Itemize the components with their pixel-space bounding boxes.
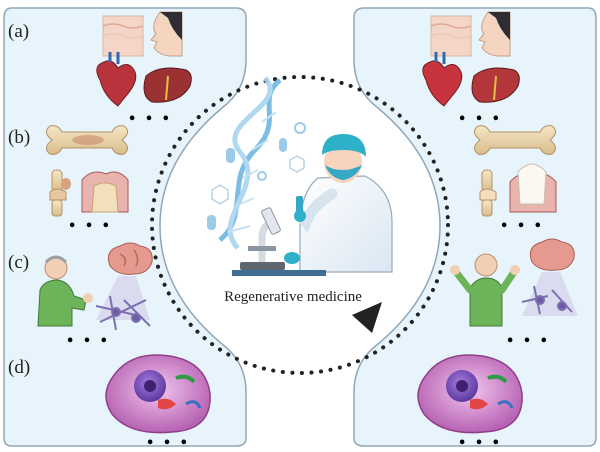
neurons-icon-right (521, 285, 573, 315)
row-c-right-ellipsis: • • • (506, 334, 550, 349)
skin-section-icon-right (430, 15, 472, 57)
left-panel (3, 7, 247, 447)
row-d-right-ellipsis: • • • (458, 436, 502, 451)
center-caption: Regenerative medicine (224, 289, 362, 305)
elderly-person-icon-right (450, 253, 520, 327)
face-profile-icon-right (478, 11, 511, 57)
liver-icon-right (471, 67, 520, 103)
microscope-icon (232, 207, 326, 276)
panel-label-b: (b) (8, 127, 31, 148)
dna-helix-icon (218, 76, 282, 250)
bone-icon (46, 125, 128, 155)
dotted-cycle-circle (150, 75, 450, 375)
panel-label-a: (a) (8, 21, 30, 42)
scientist-illustration (207, 76, 393, 276)
knee-joint-icon (49, 169, 71, 217)
bone-icon-right (474, 125, 556, 155)
row-b-right-ellipsis: • • • (500, 219, 544, 234)
cycle-arrowhead-icon (352, 302, 382, 333)
panel-label-d: (d) (8, 357, 31, 378)
heart-icon (96, 52, 137, 107)
tooth-bone-icon (81, 171, 129, 213)
right-panel (353, 7, 597, 447)
panel-label-c: (c) (8, 252, 30, 273)
row-a-right-ellipsis: • • • (458, 112, 502, 127)
row-d-left-ellipsis: • • • (146, 436, 190, 451)
tooth-bone-icon-right (509, 163, 557, 213)
cell-icon (105, 354, 211, 434)
cell-icon-right (417, 354, 523, 434)
row-c-left-ellipsis: • • • (66, 334, 110, 349)
elderly-person-icon (37, 255, 93, 327)
heart-icon-right (422, 52, 463, 107)
liver-icon (143, 67, 192, 103)
neurons-icon (95, 295, 151, 331)
row-b-left-ellipsis: • • • (68, 219, 112, 234)
knee-joint-icon-right (479, 169, 497, 217)
face-profile-icon (150, 11, 183, 57)
row-a-left-ellipsis: • • • (128, 112, 172, 127)
skin-section-icon (102, 15, 144, 57)
